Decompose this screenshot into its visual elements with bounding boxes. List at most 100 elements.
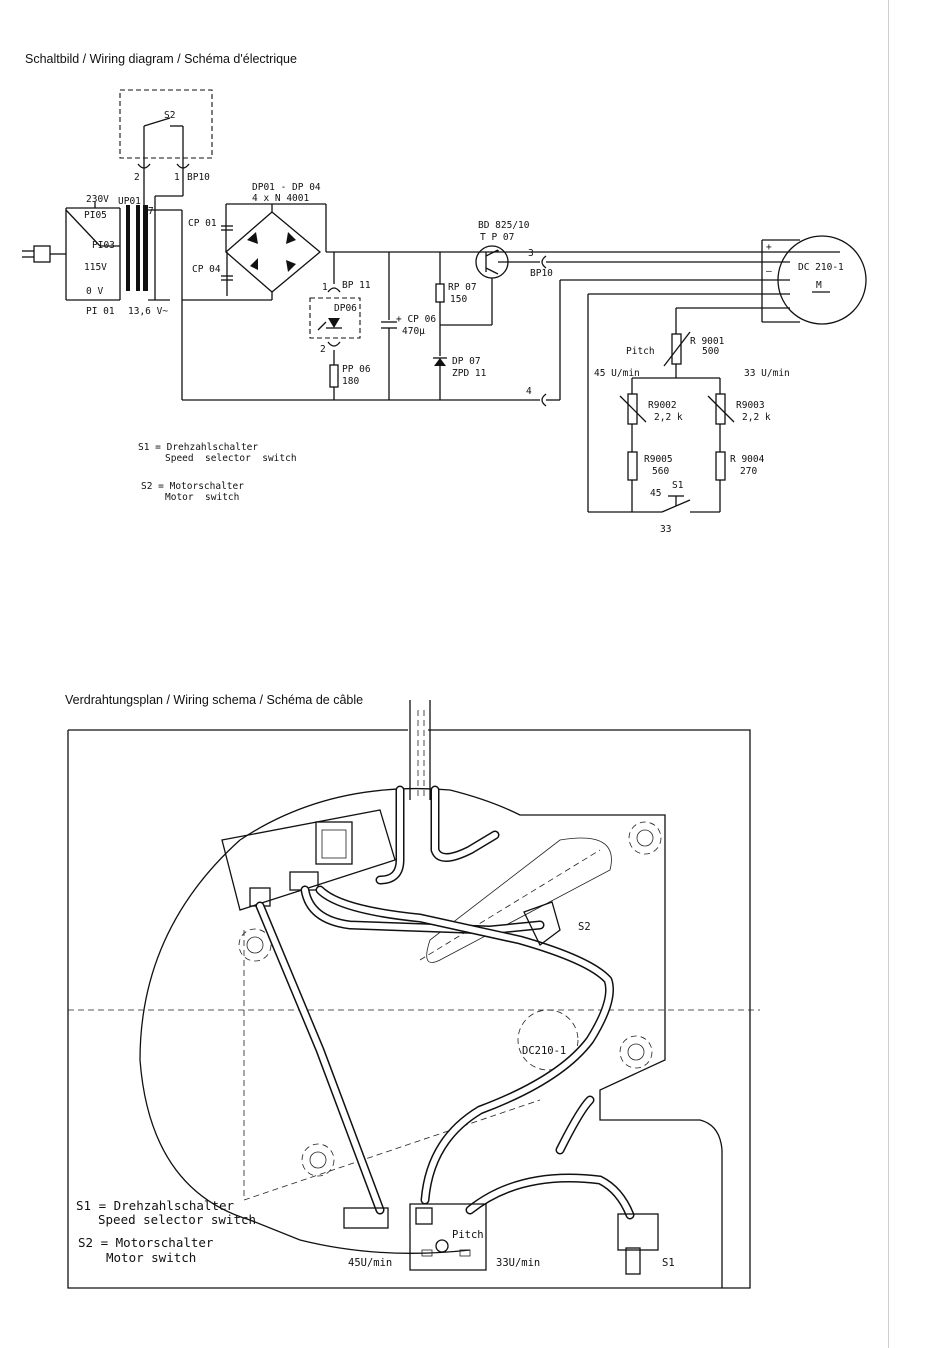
resistor-pp06 (329, 364, 339, 388)
ws-pitch-label: Pitch (452, 1229, 484, 1241)
rp07-label: RP 07 (448, 282, 477, 293)
motor-dc210 (777, 235, 867, 325)
bp11-connector-top (327, 287, 341, 293)
ws-legend-s1-en: Speed selector switch (98, 1212, 257, 1227)
transformer-up01 (65, 178, 184, 301)
schematic-title: Schaltbild / Wiring diagram / Schéma d'é… (25, 52, 297, 66)
dp06-enclosure (309, 297, 361, 339)
legend-s1-en: Speed selector switch (165, 453, 297, 464)
transformer-block (315, 821, 353, 865)
mount-right (619, 1035, 653, 1069)
cable-to-s1 (465, 1173, 635, 1220)
dp-range-label: DP01 - DP 04 (252, 182, 321, 193)
platter-outline (139, 839, 471, 1254)
v115-label: 115V (84, 262, 107, 273)
pitch-board (409, 1203, 487, 1271)
motor-m-label: M (816, 280, 822, 291)
cp01-label: CP 01 (188, 218, 217, 229)
resistor-r9004 (715, 451, 726, 481)
r9003-value: 2,2 k (742, 412, 771, 423)
s1-label: S1 (672, 480, 684, 491)
capacitor-cp06 (381, 321, 397, 329)
cable-to-motor-pitch (315, 885, 615, 1205)
r9001-value: 500 (702, 346, 719, 357)
legend-s2-en: Motor switch (165, 492, 240, 503)
resistor-r9005 (627, 451, 638, 481)
r9004-label: R 9004 (730, 454, 765, 465)
schematic-diagram: S2 2 1 BP10 230V UP01 7 PI05 PI03 115V 0… (22, 89, 867, 535)
pp06-label: PP 06 (342, 364, 371, 375)
chassis-inner-edge (449, 789, 723, 1288)
capacitor-cp01 (221, 225, 233, 231)
connector-pin3 (541, 255, 547, 269)
rpm45-label: 45 U/min (594, 368, 640, 379)
dp07-type: ZPD 11 (452, 368, 487, 379)
ws-motor-label: DC210-1 (522, 1045, 566, 1057)
motor-dc210 (517, 1009, 579, 1071)
legend-s2-de: S2 = Motorschalter (141, 481, 244, 492)
bp10-top-label: BP10 (187, 172, 210, 183)
connector-pin4 (541, 393, 547, 407)
tonearm-outline (426, 837, 612, 963)
transistor-type-label: BD 825/10 (478, 220, 530, 231)
ws-s2-label: S2 (578, 921, 591, 933)
motor-plus-label: + (766, 242, 772, 253)
pp06-value: 180 (342, 376, 359, 387)
ws-rpm33-label: 33U/min (496, 1257, 540, 1269)
switch-s1 (617, 1213, 659, 1251)
pitch-knob-icon (435, 1239, 449, 1253)
s1-33-label: 33 (660, 524, 671, 535)
resistor-rp07 (435, 283, 445, 303)
cable-to-switch (300, 885, 545, 935)
legend-s1-de: S1 = Drehzahlschalter (138, 442, 259, 453)
ws-legend-s2-de: S2 = Motorschalter (78, 1235, 214, 1250)
r9001-label: R 9001 (690, 336, 725, 347)
wiring-title: Verdrahtungsplan / Wiring schema / Schém… (65, 693, 364, 707)
transistor-tp07 (475, 245, 540, 325)
zener-dp07 (433, 357, 447, 366)
r9005-label: R9005 (644, 454, 673, 465)
s2-enclosure (119, 89, 213, 159)
bp11-connector-bottom (327, 341, 341, 347)
circuit-board (221, 809, 396, 911)
v136-label: 13,6 V~ (128, 306, 168, 317)
r9002-label: R9002 (648, 400, 677, 411)
s2-switch (143, 117, 184, 158)
board-connector-right (289, 871, 319, 891)
r9002-value: 2,2 k (654, 412, 683, 423)
dp-type-label: 4 x N 4001 (252, 193, 309, 204)
cable-to-lamp (255, 901, 385, 1215)
switch-s2 (523, 901, 561, 946)
pi05-label: PI05 (84, 210, 107, 221)
r9005-value: 560 (652, 466, 669, 477)
motor-label: DC 210-1 (798, 262, 844, 273)
pin2-label: 2 (134, 172, 140, 183)
bp11-pin1-label: 1 (322, 282, 328, 293)
s2-label: S2 (164, 110, 175, 121)
board-connector-left (249, 887, 271, 907)
pin7-label: 7 (148, 206, 154, 217)
ws-legend-s1-de: S1 = Drehzahlschalter (76, 1198, 235, 1213)
bridge-rectifier (182, 203, 840, 301)
ws-legend-s2-en: Motor switch (106, 1250, 197, 1265)
cp06-label: + CP 06 (396, 314, 436, 325)
pin3-label: 3 (528, 248, 534, 259)
mount-left (238, 928, 272, 962)
rp07-value: 150 (450, 294, 467, 305)
mount-bottom (301, 1143, 335, 1177)
mains-plug (22, 245, 66, 263)
bp10-right-label: BP10 (530, 268, 553, 279)
bp11-pin2-label: 2 (320, 344, 326, 355)
s1-45-label: 45 (650, 488, 661, 499)
pi01-label: PI 01 (86, 306, 115, 317)
cable-to-s2 (430, 785, 500, 862)
tp07-label: T P 07 (480, 232, 514, 243)
rpm33-label: 33 U/min (744, 368, 790, 379)
cp04-label: CP 04 (192, 264, 221, 275)
mount-top-right (628, 821, 662, 855)
motor-minus-label: – (766, 266, 772, 277)
v230-label: 230V (86, 194, 109, 205)
cp06-value: 470μ (402, 326, 425, 337)
dp07-label: DP 07 (452, 356, 481, 367)
page-edge-line (888, 0, 889, 1348)
